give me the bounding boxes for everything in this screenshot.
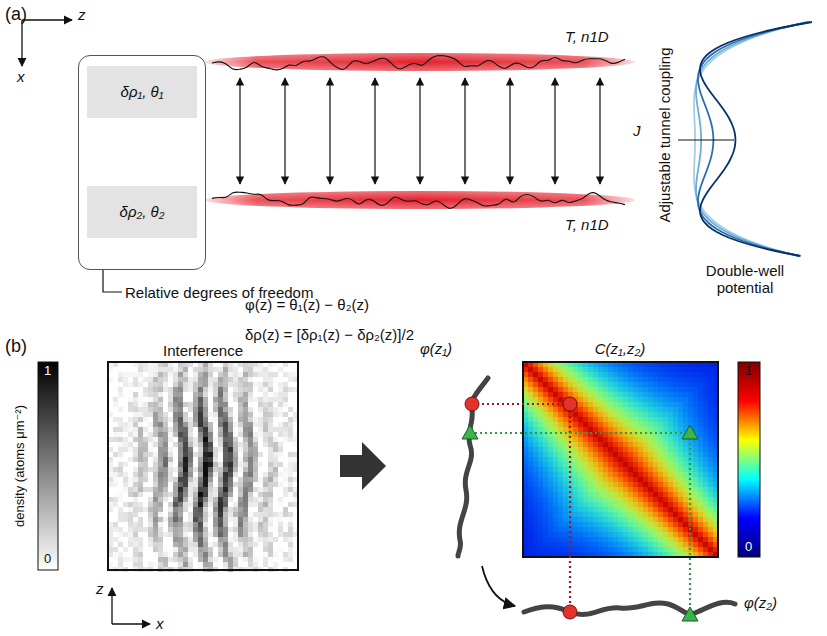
sample-points xyxy=(465,397,577,619)
text-label: T, n1D xyxy=(565,28,609,45)
text-label: φ(z₁) xyxy=(420,340,452,357)
text-label: 1 xyxy=(745,364,752,379)
potential-curve xyxy=(700,22,812,256)
text-label: T, n1D xyxy=(565,216,609,233)
matrix-frame xyxy=(523,362,718,557)
block-arrow xyxy=(340,442,386,490)
coupling-arrow xyxy=(239,78,240,184)
text-label: 1 xyxy=(44,364,51,379)
text-label: δρ(z) = [δρ₁(z) − δρ₂(z)]/2 xyxy=(245,326,414,343)
state-band: δρ₂, θ₂ xyxy=(87,186,197,238)
corr-colorbar xyxy=(738,362,760,557)
coupling-arrow xyxy=(419,78,420,184)
density-colorbar xyxy=(38,362,58,570)
axes-b xyxy=(112,588,150,624)
text-label: x xyxy=(17,68,25,85)
coupling-arrow xyxy=(509,78,510,184)
dotted-guides xyxy=(470,404,690,608)
text-label: z xyxy=(96,580,104,597)
text-label: C(z₁,z₂) xyxy=(595,340,645,357)
phase-wiggle xyxy=(212,192,625,208)
coupling-arrow xyxy=(554,78,555,184)
band-label: δρ₁, θ₁ xyxy=(121,83,164,100)
text-label: 0 xyxy=(745,540,752,555)
axis-title: Adjustable tunnel coupling xyxy=(656,47,673,222)
coupling-arrow xyxy=(329,78,330,184)
condensates xyxy=(205,53,635,209)
coupling-tick xyxy=(678,139,734,140)
text-label: x xyxy=(156,615,164,632)
text-label: z xyxy=(78,6,86,23)
coupling-arrow xyxy=(464,78,465,184)
text-label: Interference xyxy=(163,342,243,359)
state-band: δρ₁, θ₁ xyxy=(87,66,197,118)
phase-wiggle xyxy=(212,56,625,70)
double-well-curves xyxy=(694,22,812,256)
text-label: (b) xyxy=(5,336,27,357)
potential-curve xyxy=(698,22,810,256)
text-label: (a) xyxy=(5,4,27,25)
text-label: J xyxy=(633,122,641,139)
coupling-arrow xyxy=(284,78,285,184)
box-heading: Relative degrees of freedom xyxy=(125,284,313,301)
rounded-box: Relative degrees of freedomδρ₁, θ₁δρ₂, θ… xyxy=(78,55,206,270)
leader-line xyxy=(103,270,122,292)
curved-arrow xyxy=(482,566,515,606)
text-label: φ(z₂) xyxy=(744,594,777,611)
band-label: δρ₂, θ₂ xyxy=(120,203,165,220)
tunnel-arrows xyxy=(240,78,600,184)
phase-profile xyxy=(524,602,735,614)
image-frame xyxy=(108,362,298,570)
axis-title: density (atoms μm⁻²) xyxy=(13,405,28,527)
coupling-arrow xyxy=(374,78,375,184)
interference-image xyxy=(108,362,298,572)
coupling-arrow xyxy=(599,78,600,184)
text-label: 0 xyxy=(44,552,51,567)
axes-a xyxy=(22,20,72,66)
sample-points xyxy=(462,425,698,621)
phase-fluctuations xyxy=(212,56,625,209)
text-label: Double-well potential xyxy=(695,262,795,297)
